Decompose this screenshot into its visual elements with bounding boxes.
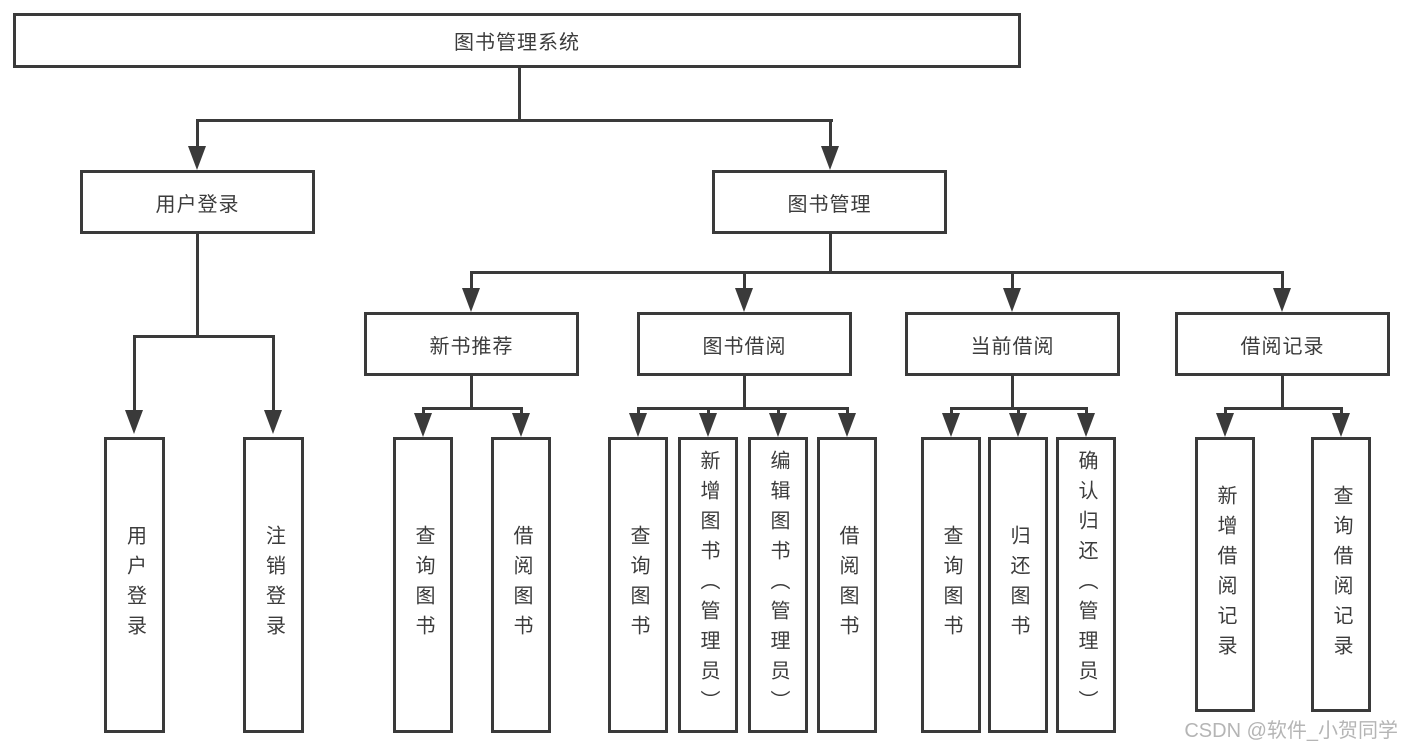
leaf-user-login: 用户登录 [104, 437, 165, 733]
connector-mgmt-stub [829, 119, 832, 147]
connector-l3-stub [1281, 271, 1284, 290]
arrow-down-icon [838, 413, 856, 437]
leaf-edit-book-admin: 编辑图书（管理员） [748, 437, 808, 733]
connector-leaf-stub [1340, 407, 1343, 415]
leaf-label: 用户登录 [123, 525, 146, 645]
connector-leaf-stub [846, 407, 849, 415]
connector-leaf-stub [777, 407, 780, 415]
arrow-down-icon [1077, 413, 1095, 437]
leaf-borrow-books: 借阅图书 [491, 437, 551, 733]
connector-g4-hline [1224, 407, 1343, 410]
connector-l3-stub [470, 271, 473, 290]
connector-leaf-stub [1224, 407, 1227, 415]
arrow-down-icon [699, 413, 717, 437]
arrow-down-icon [821, 146, 839, 170]
leaf-add-borrow-record: 新增借阅记录 [1195, 437, 1255, 712]
connector-g3-vline [1011, 376, 1014, 410]
arrow-down-icon [462, 288, 480, 312]
connector-mgmt-hline [470, 271, 1283, 274]
connector-leaf-stub [637, 407, 640, 415]
node-label: 当前借阅 [970, 335, 1055, 358]
leaf-logout: 注销登录 [243, 437, 304, 733]
node-book-management-label: 图书管理 [787, 193, 872, 216]
leaf-label: 新增借阅记录 [1214, 484, 1236, 665]
connector-login-stub [196, 119, 199, 147]
arrow-down-icon [125, 410, 143, 434]
arrow-down-icon [1216, 413, 1234, 437]
leaf-label: 归还图书 [1007, 525, 1029, 645]
arrow-down-icon [1332, 413, 1350, 437]
connector-login-child-stub [133, 335, 136, 412]
leaf-label: 借阅图书 [510, 525, 532, 645]
arrow-down-icon [1003, 288, 1021, 312]
connector-l3-stub [1011, 271, 1014, 290]
leaf-label: 查询图书 [940, 525, 962, 645]
arrow-down-icon [188, 146, 206, 170]
node-label: 借阅记录 [1240, 335, 1325, 358]
leaf-add-book-admin: 新增图书（管理员） [678, 437, 738, 733]
node-user-login: 用户登录 [80, 170, 315, 234]
leaf-label: 借阅图书 [836, 525, 858, 645]
connector-leaf-stub [422, 407, 425, 415]
leaf-label: 查询图书 [412, 525, 434, 645]
leaf-query-borrow-record: 查询借阅记录 [1311, 437, 1371, 712]
leaf-query-books: 查询图书 [608, 437, 668, 733]
node-book-management: 图书管理 [712, 170, 947, 234]
arrow-down-icon [735, 288, 753, 312]
node-root: 图书管理系统 [13, 13, 1021, 68]
watermark: CSDN @软件_小贺同学 [1184, 720, 1398, 742]
arrow-down-icon [414, 413, 432, 437]
connector-g4-vline [1281, 376, 1284, 410]
leaf-confirm-return-admin: 确认归还（管理员） [1056, 437, 1116, 733]
leaf-label: 注销登录 [262, 525, 285, 645]
leaf-label: 查询图书 [627, 525, 649, 645]
node-label: 新书推荐 [429, 335, 514, 358]
node-label: 图书借阅 [702, 335, 787, 358]
connector-g1-hline [422, 407, 523, 410]
arrow-down-icon [769, 413, 787, 437]
connector-login-hline [133, 335, 274, 338]
connector-root-hline [196, 119, 833, 122]
connector-leaf-stub [1017, 407, 1020, 415]
leaf-query-books: 查询图书 [393, 437, 453, 733]
leaf-label: 查询借阅记录 [1330, 484, 1352, 665]
leaf-query-books: 查询图书 [921, 437, 981, 733]
node-new-book-recommend: 新书推荐 [364, 312, 579, 376]
arrow-down-icon [1009, 413, 1027, 437]
arrow-down-icon [264, 410, 282, 434]
connector-leaf-stub [950, 407, 953, 415]
leaf-label: 编辑图书（管理员） [767, 450, 789, 720]
node-root-label: 图书管理系统 [454, 32, 580, 54]
connector-g2-vline [743, 376, 746, 410]
leaf-return-books: 归还图书 [988, 437, 1048, 733]
connector-leaf-stub [520, 407, 523, 415]
arrow-down-icon [629, 413, 647, 437]
connector-mgmt-vline [829, 233, 832, 274]
leaf-borrow-books: 借阅图书 [817, 437, 877, 733]
connector-leaf-stub [1085, 407, 1088, 415]
connector-l3-stub [743, 271, 746, 290]
node-book-borrow: 图书借阅 [637, 312, 852, 376]
arrow-down-icon [512, 413, 530, 437]
connector-g1-vline [470, 376, 473, 410]
leaf-label: 新增图书（管理员） [697, 450, 719, 720]
connector-root-vline [518, 68, 521, 122]
arrow-down-icon [942, 413, 960, 437]
node-borrow-records: 借阅记录 [1175, 312, 1390, 376]
connector-login-vline [196, 233, 199, 338]
connector-g2-hline [637, 407, 849, 410]
leaf-label: 确认归还（管理员） [1075, 450, 1097, 720]
node-current-borrow: 当前借阅 [905, 312, 1120, 376]
connector-login-child-stub [272, 335, 275, 412]
connector-leaf-stub [707, 407, 710, 415]
node-user-login-label: 用户登录 [155, 193, 240, 216]
arrow-down-icon [1273, 288, 1291, 312]
